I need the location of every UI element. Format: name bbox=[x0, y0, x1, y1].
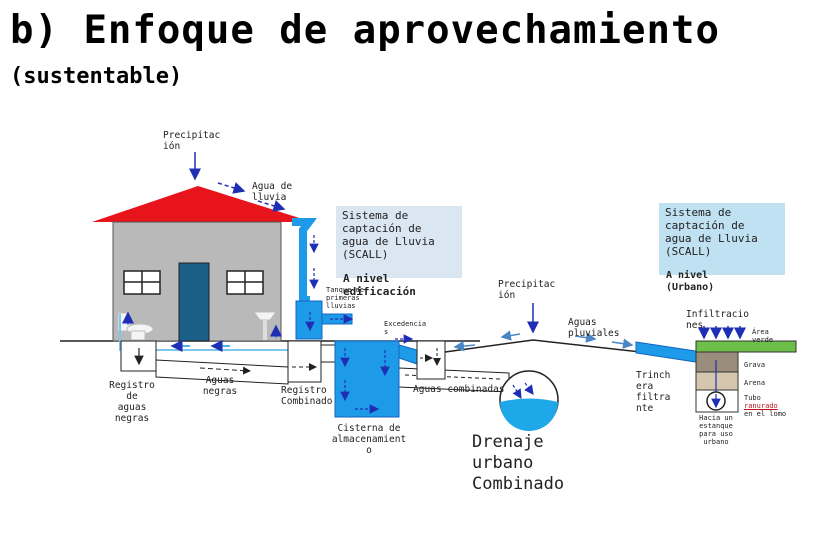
label-precipitacion-2: Precipitac ión bbox=[498, 279, 556, 301]
label-hacia-estanque: Hacia un estanque para uso urbano bbox=[699, 414, 733, 446]
label-nivel-edificacion: A nivel edificación bbox=[343, 272, 416, 298]
label-aguas-combinadas: Aguas combinadas bbox=[413, 384, 505, 395]
house-roof bbox=[92, 186, 312, 222]
house-window-right bbox=[226, 270, 264, 295]
label-precipitacion-1: Precipitac ión bbox=[163, 130, 221, 152]
cistern bbox=[334, 340, 400, 418]
label-registro-aguas-negras: Registro de aguas negras bbox=[109, 380, 155, 424]
overflow-pipe bbox=[398, 344, 418, 365]
label-drenaje-urbano: Drenaje urbano Combinado bbox=[472, 432, 565, 494]
house bbox=[92, 186, 312, 342]
street-surface bbox=[444, 339, 641, 353]
first-flush-tank bbox=[295, 300, 323, 340]
label-arena: Arena bbox=[744, 379, 766, 387]
label-excedencias: Excedencia s bbox=[384, 320, 427, 336]
label-trinchera-filtrante: Trinch era filtra nte bbox=[636, 370, 671, 414]
scall-box-edificacion: Sistema de captación de agua de Lluvia (… bbox=[336, 206, 462, 278]
grass-layer bbox=[695, 340, 797, 353]
label-ranurado: ranurado bbox=[744, 402, 778, 410]
gravel-layer bbox=[695, 351, 739, 373]
sink-icon bbox=[253, 311, 277, 340]
downpipe bbox=[292, 218, 317, 304]
house-door bbox=[178, 262, 210, 342]
label-area-verde: Área verde bbox=[752, 328, 774, 344]
inlet-pipe bbox=[635, 341, 697, 363]
scall-box-urbano: Sistema de captación de agua de Lluvia (… bbox=[659, 203, 785, 275]
label-tanque-primeras-lluvias: Tanque de primeras lluvias bbox=[326, 286, 364, 310]
house-window-left bbox=[123, 270, 161, 295]
label-registro-combinado: Registro Combinado bbox=[281, 385, 333, 407]
label-cisterna: Cisterna de almacenamient o bbox=[331, 423, 407, 456]
label-tubo: Tubo bbox=[744, 394, 761, 402]
label-nivel-urbano: A nivel (Urbano) bbox=[666, 270, 715, 293]
page-subtitle: (sustentable) bbox=[10, 64, 183, 89]
greywater-line bbox=[119, 342, 290, 351]
label-aguas-negras: Aguas negras bbox=[202, 375, 238, 397]
label-grava: Grava bbox=[744, 361, 766, 369]
sand-layer bbox=[695, 371, 739, 391]
label-infiltraciones: Infiltracio nes bbox=[686, 309, 749, 331]
registro-combinado bbox=[287, 340, 322, 383]
page-title: b) Enfoque de aprovechamiento bbox=[10, 8, 720, 53]
infiltration-trench bbox=[695, 340, 797, 413]
label-agua-lluvia: Agua de lluvia bbox=[252, 181, 293, 203]
pipe-aguas-negras bbox=[155, 359, 289, 385]
label-en-el-lomo: en el lomo bbox=[744, 410, 787, 418]
drain-icon bbox=[499, 370, 559, 431]
label-aguas-pluviales: Aguas pluviales bbox=[568, 317, 620, 339]
registro-combinado-2 bbox=[416, 340, 446, 380]
